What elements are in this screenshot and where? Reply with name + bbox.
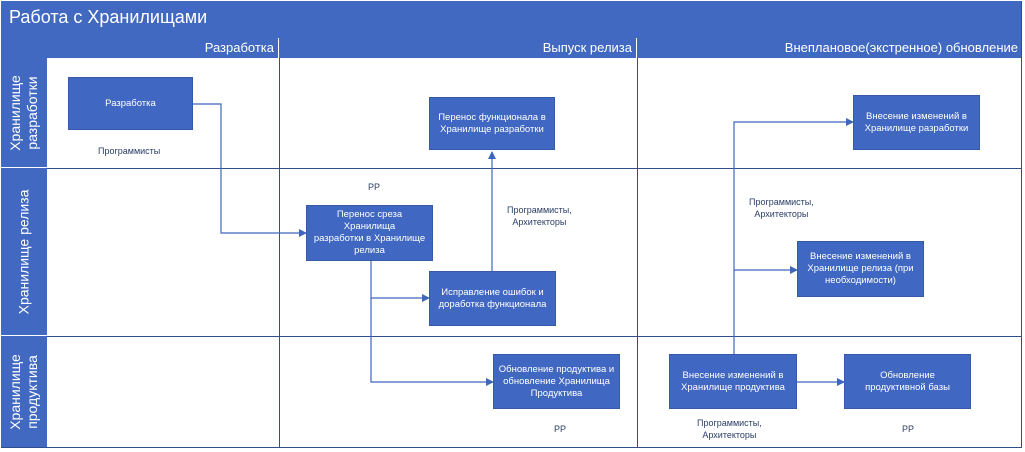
diagram-bottom-border [1, 447, 1022, 448]
connector-hot-prod-to-hot-dev [733, 118, 854, 355]
phase-divider [637, 58, 638, 448]
connector-dev-to-release-slice [193, 103, 307, 237]
phase-label-hotfix: Внеплановое(экстренное) обновление [784, 40, 1018, 55]
role-note-programmers-architects-prod: Программисты, Архитекторы [697, 418, 762, 440]
process-box-bug-fixing: Исправление ошибок и доработка функциона… [429, 271, 556, 326]
process-box-hotfix-dev-storage: Внесение изменений в Хранилище разработк… [853, 95, 980, 150]
lane-divider [47, 168, 1022, 169]
phase-header-hotfix: Внеплановое(экстренное) обновление [637, 38, 1022, 58]
lane-divider [47, 336, 1022, 337]
phase-divider [279, 58, 280, 448]
process-box-production-base-update: Обновление продуктивной базы [844, 354, 971, 409]
process-box-release-slice: Перенос среза Хранилища разработки в Хра… [306, 205, 433, 261]
lane-header-release-storage: Хранилище релиза [1, 168, 47, 336]
phase-header-release: Выпуск релиза [279, 38, 637, 58]
role-note-programmers-architects-hotfix: Программисты, Архитекторы [749, 197, 814, 219]
diagram-right-border [1021, 1, 1022, 448]
role-note-programmers: Программисты [98, 146, 161, 156]
phase-header-development: Разработка [47, 38, 279, 58]
connector-release-slice-to-fix [370, 260, 430, 302]
connector-release-slice-to-prod-update [370, 298, 494, 386]
lane-header-prod-storage: Хранилище продуктива [1, 336, 47, 448]
lane-header-dev-storage: Хранилище разработки [1, 38, 47, 168]
process-box-production-update: Обновление продуктива и обновление Храни… [493, 354, 620, 409]
role-note-rp-production: РР [554, 424, 567, 434]
diagram-title: Работа с Хранилищами [9, 7, 208, 27]
role-note-rp-release: РР [368, 182, 381, 192]
process-box-hotfix-prod-storage: Внесение изменений в Хранилище продуктив… [669, 354, 797, 409]
role-note-programmers-architects: Программисты, Архитекторы [507, 205, 572, 227]
process-box-development: Разработка [68, 77, 193, 130]
phase-label-development: Разработка [204, 40, 274, 55]
process-box-hotfix-release-storage: Внесение изменений в Хранилище релиза (п… [797, 241, 924, 297]
phase-label-release: Выпуск релиза [542, 40, 632, 55]
role-note-rp-hotfix-prod: РР [902, 424, 915, 434]
process-box-transfer-to-dev-storage: Перенос функционала в Хранилище разработ… [429, 97, 555, 150]
